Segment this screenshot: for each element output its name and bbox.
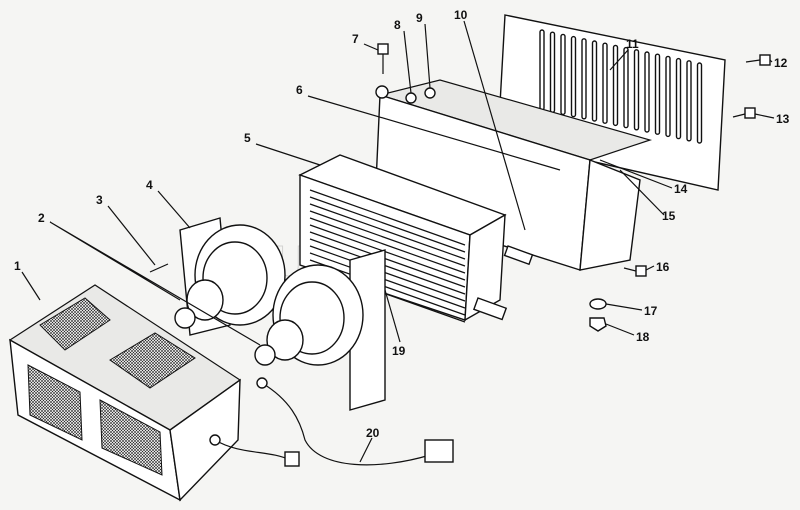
radiator-fin bbox=[309, 203, 466, 260]
callout-5: 5 bbox=[244, 131, 251, 145]
callout-13: 13 bbox=[776, 112, 790, 126]
radiator-fin bbox=[309, 217, 466, 274]
callout-16: 16 bbox=[656, 260, 670, 274]
grille-slot bbox=[623, 46, 629, 129]
callout-7: 7 bbox=[352, 32, 359, 46]
callout-17: 17 bbox=[644, 304, 658, 318]
grille-slot bbox=[581, 38, 587, 120]
grille-slot bbox=[570, 35, 577, 118]
grille-slot bbox=[644, 51, 650, 133]
callout-1: 1 bbox=[14, 259, 21, 273]
fasteners bbox=[149, 43, 771, 332]
callout-20: 20 bbox=[366, 426, 380, 440]
radiator-fin bbox=[309, 231, 466, 288]
radiator-fin bbox=[309, 238, 466, 295]
grille-slot bbox=[612, 44, 619, 127]
callout-18: 18 bbox=[636, 330, 650, 344]
callout-6: 6 bbox=[296, 83, 303, 97]
callout-labels: 1 2 3 4 5 6 7 8 9 10 11 12 13 14 15 16 1… bbox=[14, 8, 790, 440]
callout-8: 8 bbox=[394, 18, 401, 32]
mounting-bracket-housing bbox=[374, 79, 653, 271]
grille-slot bbox=[665, 55, 671, 138]
callout-12: 12 bbox=[774, 56, 788, 70]
leader-lines bbox=[21, 20, 775, 463]
wiring-harness bbox=[209, 377, 454, 467]
grille-slot bbox=[591, 40, 598, 122]
grille-slot bbox=[633, 49, 640, 131]
radiator-fin bbox=[309, 224, 466, 281]
callout-10: 10 bbox=[454, 8, 468, 22]
callout-4: 4 bbox=[146, 178, 153, 192]
radiator-fin bbox=[309, 210, 466, 267]
callout-11: 11 bbox=[626, 37, 639, 51]
fan-cover-box bbox=[8, 284, 242, 502]
grille-slot bbox=[696, 62, 703, 144]
radiator-fin bbox=[309, 189, 466, 246]
grille-slot bbox=[675, 57, 682, 140]
radiator-fin bbox=[309, 245, 466, 302]
grille-slot bbox=[602, 42, 608, 124]
blower-fan-left bbox=[174, 217, 286, 336]
callout-2: 2 bbox=[38, 211, 45, 225]
radiator-fin bbox=[309, 196, 466, 253]
grille-slot bbox=[560, 33, 566, 116]
grille-slot bbox=[539, 29, 545, 111]
callout-15: 15 bbox=[662, 209, 676, 223]
grille-slot bbox=[549, 31, 556, 113]
callout-9: 9 bbox=[416, 11, 423, 25]
callout-3: 3 bbox=[96, 193, 103, 207]
radiator-fin bbox=[309, 252, 466, 309]
callout-19: 19 bbox=[392, 344, 406, 358]
grille-slot bbox=[654, 53, 661, 135]
grille-slot bbox=[686, 60, 692, 142]
heater-core-radiator bbox=[298, 154, 534, 323]
blower-fan-right bbox=[254, 249, 386, 411]
callout-14: 14 bbox=[674, 182, 688, 196]
